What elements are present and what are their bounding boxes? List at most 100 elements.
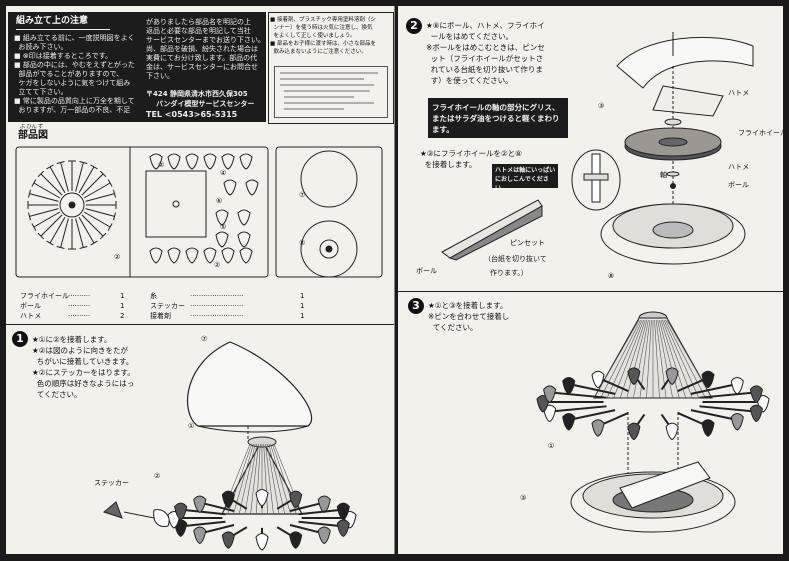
caution-line: 下さい。 bbox=[146, 72, 174, 80]
arm-rod bbox=[549, 405, 607, 413]
step1-assembly-illustration bbox=[167, 341, 357, 551]
part-dots: ························ bbox=[190, 302, 244, 310]
cone-rib bbox=[665, 319, 706, 399]
pincette-note-2: 作ります。） bbox=[490, 269, 528, 277]
part-dots: ·········· bbox=[68, 292, 91, 300]
step-line: ールをはめてください。 bbox=[426, 32, 514, 41]
arm-rod bbox=[180, 508, 226, 516]
cone-rib bbox=[657, 319, 673, 399]
spoke-line bbox=[78, 166, 95, 194]
shaft-callout bbox=[571, 149, 621, 211]
step2b-line: を接着します。 bbox=[420, 160, 477, 169]
label-hatome-bottom: ハトメ bbox=[728, 163, 750, 171]
spoke-tip bbox=[27, 212, 32, 221]
part-qty: 2 bbox=[120, 312, 125, 320]
body-part bbox=[145, 170, 207, 238]
spoke-line bbox=[33, 211, 61, 228]
caution-line: 返品と必要な部品を明記して当社 bbox=[146, 27, 251, 35]
label-part-1: ① bbox=[188, 422, 195, 430]
cone-rib bbox=[244, 443, 258, 515]
caution-line: 立てて下さい。 bbox=[14, 88, 68, 96]
petal-part bbox=[185, 153, 199, 170]
part-name: ボール bbox=[20, 302, 41, 310]
part-number-7: ⑦ bbox=[299, 191, 305, 199]
spoke-line bbox=[83, 182, 111, 199]
cone-rib bbox=[600, 319, 641, 399]
cone-rib bbox=[646, 319, 652, 399]
service-company: バンダイ模型サービスセンター bbox=[156, 100, 255, 108]
petal-part bbox=[237, 231, 251, 248]
spoke-line bbox=[49, 216, 66, 244]
cone-rib bbox=[266, 443, 280, 515]
step-line: てください。 bbox=[428, 323, 478, 332]
parts-title: 部品図 bbox=[18, 130, 48, 141]
spoke-tip bbox=[31, 223, 37, 231]
cone-rib bbox=[666, 319, 713, 399]
step-line: ちがいに接着していきます。 bbox=[32, 357, 134, 366]
service-address: 〒424 静岡県清水市西久保305 bbox=[146, 90, 248, 98]
label-ball-left: ボール bbox=[416, 267, 437, 275]
spoke-line bbox=[85, 193, 115, 202]
arm-rod bbox=[568, 383, 616, 395]
arm-petal bbox=[289, 490, 303, 509]
sticker-diagram bbox=[102, 501, 170, 527]
petal-part bbox=[223, 179, 237, 196]
petal-part bbox=[215, 209, 229, 226]
arm-rod bbox=[690, 383, 738, 395]
sprue-frame-a bbox=[15, 146, 269, 278]
spoke-tip bbox=[37, 170, 45, 178]
label-flywheel: フライホイール bbox=[738, 129, 783, 137]
part-dots: ·········· bbox=[68, 312, 91, 320]
arm-rod bbox=[699, 405, 757, 413]
spoke-line bbox=[33, 182, 61, 199]
part-3-top bbox=[616, 36, 754, 89]
part-number-2: ② bbox=[114, 253, 120, 261]
part-qty: 1 bbox=[120, 302, 125, 310]
warning-panel bbox=[268, 12, 394, 124]
arm-rod bbox=[180, 520, 226, 528]
cone-rib bbox=[658, 319, 680, 399]
arm-petal bbox=[221, 531, 235, 549]
arm-rod bbox=[699, 391, 757, 399]
petal-part bbox=[185, 247, 199, 264]
caution-text-col2: がありましたら部品名を明記の上 返品と必要な部品を明記して当社 サービスセンター… bbox=[146, 18, 265, 81]
part-number-2b: ② bbox=[158, 161, 164, 169]
step-line: ★①と③を接着します。 bbox=[428, 301, 508, 310]
spoke-tip bbox=[56, 160, 65, 165]
caution-box bbox=[8, 12, 266, 122]
label-pincette: ピンセット bbox=[510, 239, 545, 247]
caution-line: 実費にてお分け致します。部品の代 bbox=[146, 54, 258, 62]
part-dots: ·········· bbox=[68, 302, 91, 310]
spoke-tip bbox=[79, 160, 88, 165]
caution-line: ケガをしないように気をつけて組み bbox=[14, 79, 131, 87]
warning-line: ■ 部品をお子様に渡す時は、小さな部品を bbox=[270, 41, 376, 47]
step2b-line: ★③にフライホイールを②と⑧ bbox=[420, 149, 522, 158]
arm-rod bbox=[298, 508, 344, 516]
spoke-line bbox=[81, 173, 104, 196]
spoke-tip bbox=[56, 245, 65, 250]
spoke-tip bbox=[79, 245, 88, 250]
hub-part bbox=[59, 192, 85, 218]
step1-number: 1 bbox=[12, 331, 28, 347]
petal-part bbox=[149, 153, 163, 170]
arm-petal bbox=[221, 490, 235, 509]
arm-petal bbox=[336, 502, 350, 521]
label-part-2: ② bbox=[154, 472, 161, 480]
step-line: れている台紙を切り抜いて作りま bbox=[426, 65, 543, 74]
arm-rod bbox=[289, 501, 325, 512]
spoke-line bbox=[49, 166, 66, 194]
spoke-tip bbox=[99, 232, 107, 240]
arm-rod bbox=[298, 520, 344, 528]
spoke-line bbox=[83, 211, 111, 228]
arm-petal bbox=[591, 370, 605, 389]
step-line: ★②にステッカーをはります。 bbox=[32, 368, 135, 377]
warning-line: ンナー）を使う時は火気に注意し、換気 bbox=[270, 25, 373, 31]
part-qty: 1 bbox=[300, 312, 305, 320]
arm-petal bbox=[701, 370, 715, 389]
spoke-line bbox=[40, 214, 63, 237]
safety-label-text-lines bbox=[280, 72, 378, 110]
grease-note-box bbox=[428, 98, 568, 138]
spoke-tip bbox=[112, 212, 117, 221]
arm-petal bbox=[591, 419, 605, 437]
arm-petal bbox=[536, 395, 550, 413]
